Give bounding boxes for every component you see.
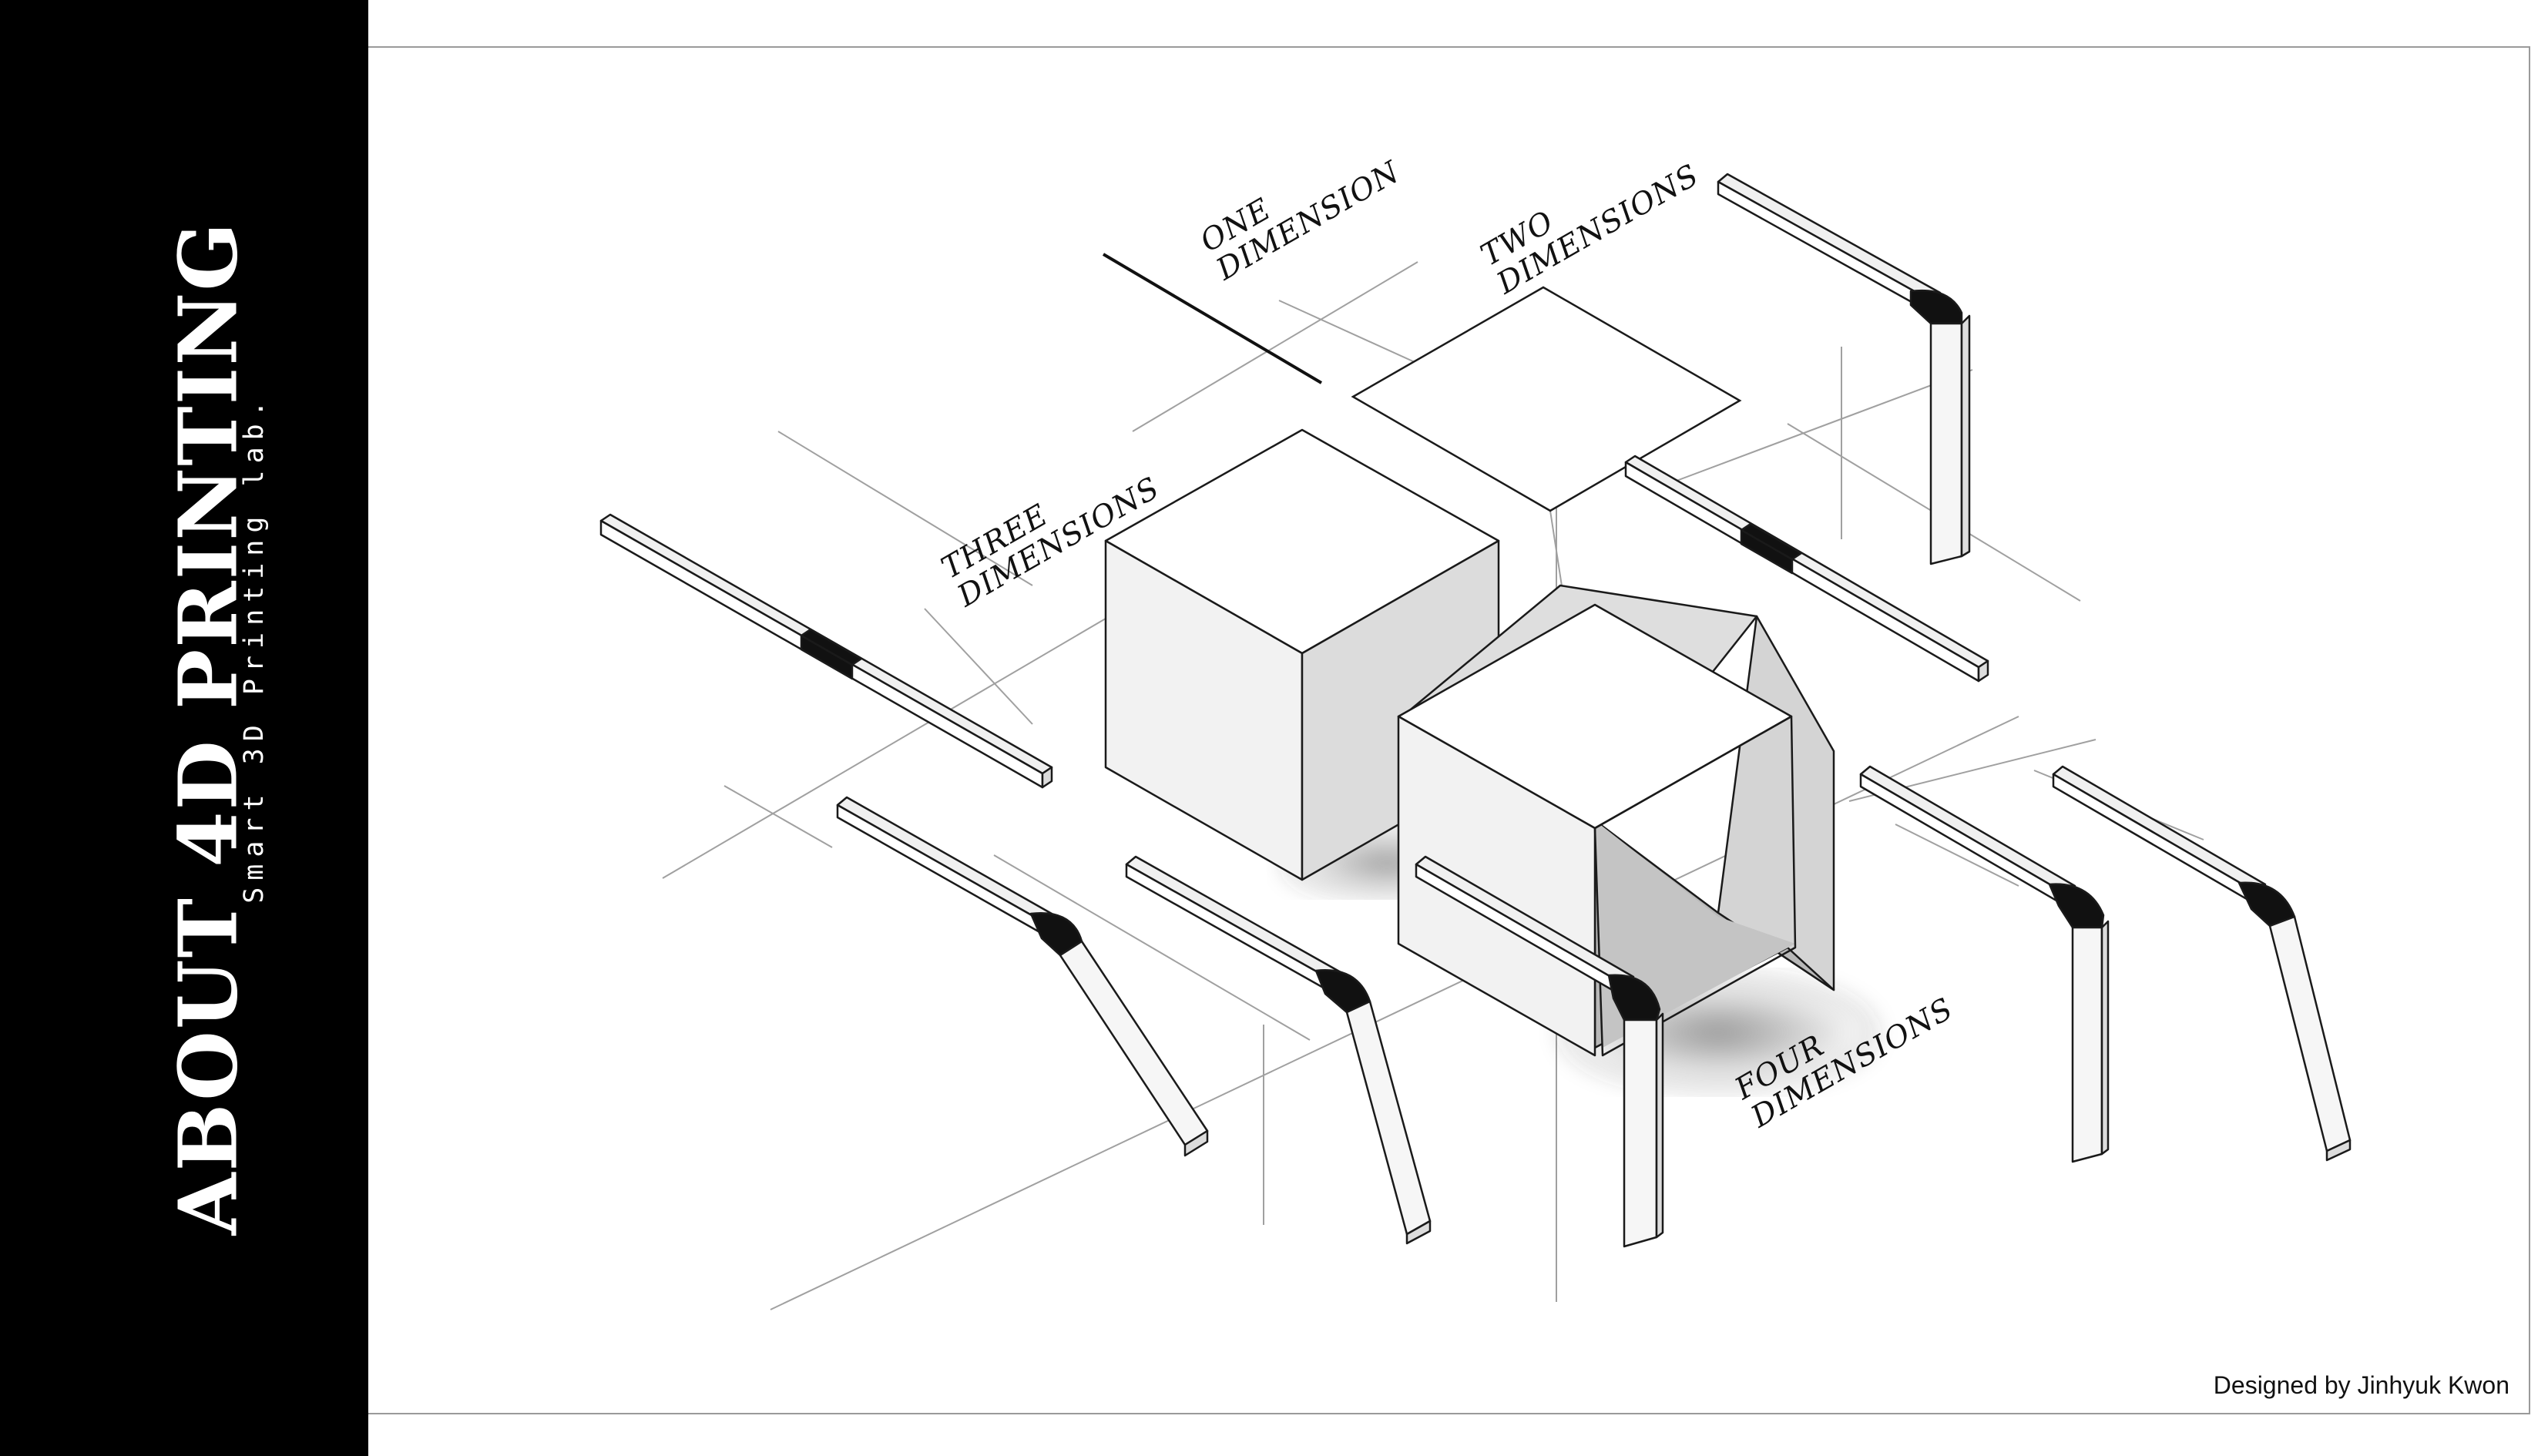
- straight-stick-left: [599, 513, 1053, 789]
- poster-subtitle: Smart 3D Printing lab.: [239, 394, 270, 904]
- bent-stick-lower-left: [836, 796, 1209, 1157]
- two-dimensions-plane: [1351, 286, 1742, 512]
- bent-stick-right-2: [2052, 765, 2352, 1162]
- side-panel: ABOUT 4D PRINTING Smart 3D Printing lab.: [0, 0, 368, 1456]
- bent-stick-top-right: [1717, 173, 1971, 565]
- four-dimensions-cube: [1397, 584, 1874, 1088]
- straight-stick-right: [1624, 455, 1989, 683]
- three-dimensions-cube: [1104, 428, 1500, 895]
- bent-stick-lower-middle: [1125, 855, 1432, 1245]
- label-two-dimensions: TWO DIMENSIONS: [1475, 158, 1705, 302]
- designer-credit: Designed by Jinhyuk Kwon: [2213, 1371, 2509, 1399]
- label-one-dimension: ONE DIMENSION: [1195, 154, 1407, 287]
- bent-stick-right-1: [1859, 765, 2110, 1163]
- one-dimension-line: [1102, 253, 1323, 384]
- bent-stick-center: [1415, 855, 1664, 1248]
